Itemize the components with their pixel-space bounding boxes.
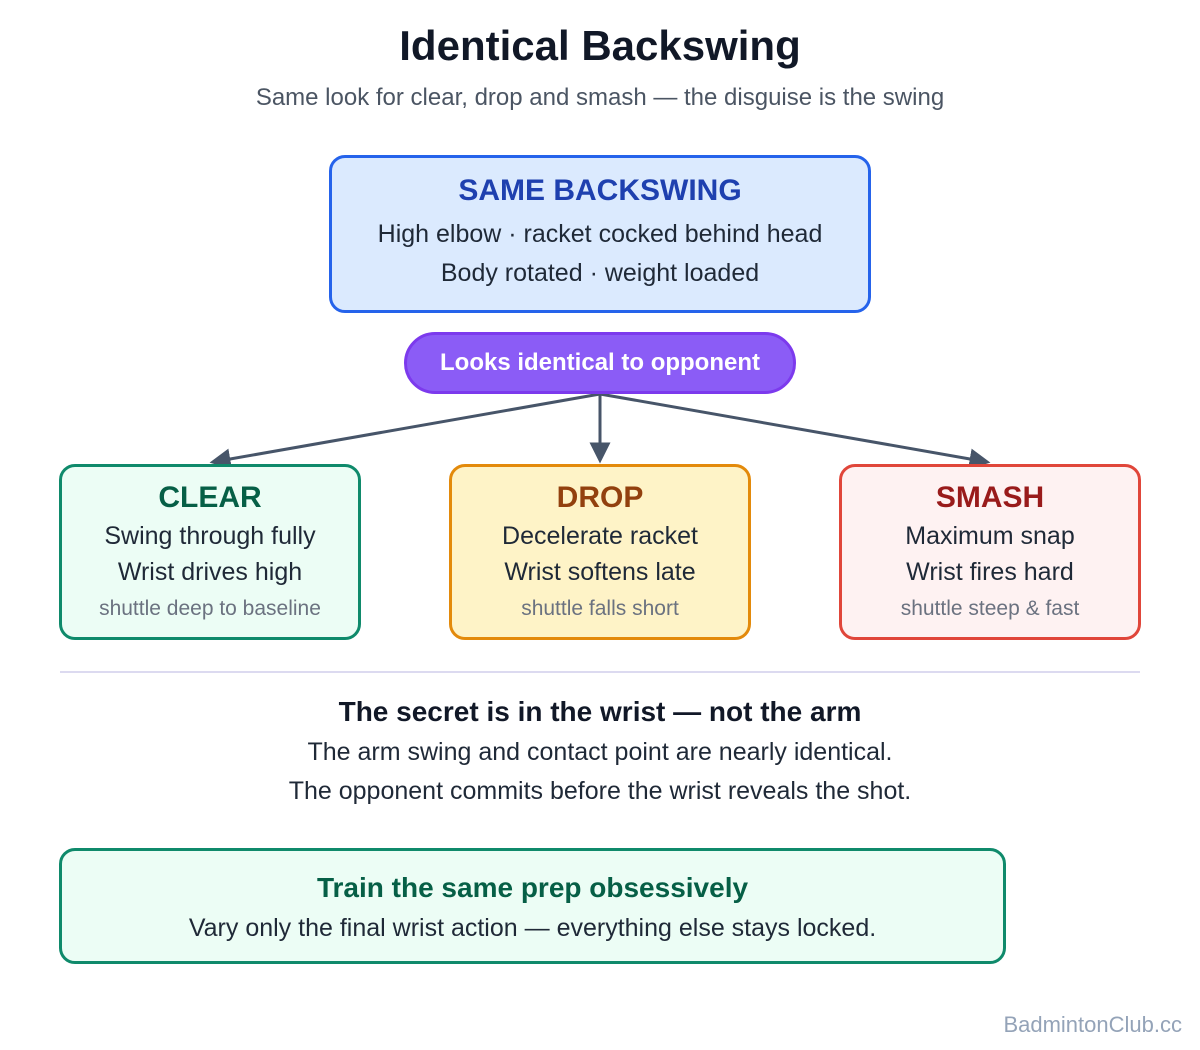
drop-line-2: Wrist softens late	[504, 558, 696, 586]
page-subtitle: Same look for clear, drop and smash — th…	[255, 84, 945, 111]
clear-line-2: Wrist drives high	[117, 558, 303, 586]
same-backswing-line-2: Body rotated · weight loaded	[440, 259, 760, 287]
secret-heading: The secret is in the wrist — not the arm	[338, 696, 862, 727]
same-backswing-box: SAME BACKSWING High elbow · racket cocke…	[329, 155, 871, 313]
drop-line-1: Decelerate racket	[502, 522, 698, 550]
clear-note: shuttle deep to baseline	[99, 597, 321, 620]
drop-box: DROP Decelerate racket Wrist softens lat…	[449, 464, 751, 640]
train-box: Train the same prep obsessively Vary onl…	[59, 848, 1006, 964]
secret-line-1: The arm swing and contact point are near…	[307, 738, 893, 766]
drop-note: shuttle falls short	[521, 597, 679, 620]
smash-line-1: Maximum snap	[905, 522, 1075, 550]
drop-heading: DROP	[556, 481, 644, 514]
looks-identical-pill: Looks identical to opponent	[404, 332, 796, 394]
arrow-to-clear	[209, 392, 601, 470]
same-backswing-heading: SAME BACKSWING	[458, 174, 742, 207]
train-heading: Train the same prep obsessively	[316, 872, 749, 903]
section-divider	[60, 671, 1140, 673]
clear-line-1: Swing through fully	[104, 522, 316, 550]
arrow-to-smash	[599, 392, 991, 470]
smash-heading: SMASH	[935, 481, 1045, 514]
clear-heading: CLEAR	[158, 481, 262, 514]
smash-line-2: Wrist fires hard	[906, 558, 1074, 586]
smash-note: shuttle steep & fast	[900, 597, 1080, 620]
same-backswing-line-1: High elbow · racket cocked behind head	[377, 220, 823, 248]
clear-box: CLEAR Swing through fully Wrist drives h…	[59, 464, 361, 640]
smash-box: SMASH Maximum snap Wrist fires hard shut…	[839, 464, 1141, 640]
page-title: Identical Backswing	[399, 22, 801, 69]
secret-line-2: The opponent commits before the wrist re…	[288, 777, 912, 805]
train-line-1: Vary only the final wrist action — every…	[188, 914, 877, 942]
footer-credit: BadmintonClub.cc	[1003, 1012, 1182, 1037]
